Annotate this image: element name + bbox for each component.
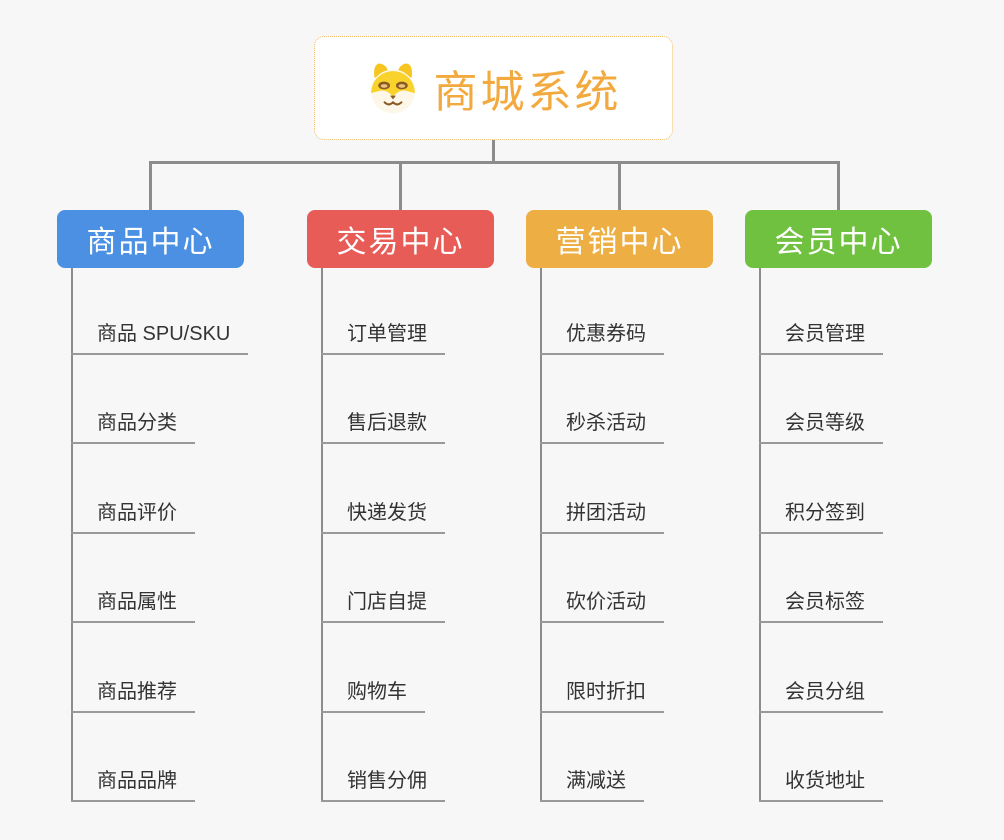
topic-node[interactable]: 商品 SPU/SKU	[71, 309, 249, 355]
connector-drop-2	[399, 161, 402, 210]
topic-node[interactable]: 订单管理	[321, 309, 445, 355]
topic-node[interactable]: 售后退款	[321, 398, 445, 444]
branch-spine-member	[759, 268, 761, 802]
topic-node[interactable]: 门店自提	[321, 577, 445, 623]
topic-node[interactable]: 收货地址	[759, 756, 883, 802]
topic-node[interactable]: 砍价活动	[540, 577, 664, 623]
connector-drop-1	[149, 161, 152, 210]
connector-drop-4	[837, 161, 840, 210]
topic-node[interactable]: 积分签到	[759, 488, 883, 534]
topic-node[interactable]: 限时折扣	[540, 667, 664, 713]
topic-node[interactable]: 会员等级	[759, 398, 883, 444]
branch-node-trade[interactable]: 交易中心	[307, 210, 494, 268]
dog-face-icon	[370, 63, 415, 114]
branch-node-product[interactable]: 商品中心	[57, 210, 244, 268]
connector-root-stem	[492, 140, 495, 164]
branch-spine-product	[71, 268, 73, 802]
topic-node[interactable]: 销售分佣	[321, 756, 445, 802]
topic-node[interactable]: 满减送	[540, 756, 644, 802]
branch-node-marketing[interactable]: 营销中心	[526, 210, 713, 268]
branch-spine-marketing	[540, 268, 542, 802]
topic-node[interactable]: 购物车	[321, 667, 425, 713]
topic-node[interactable]: 优惠券码	[540, 309, 664, 355]
connector-drop-3	[618, 161, 621, 210]
topic-node[interactable]: 商品评价	[71, 488, 195, 534]
topic-node[interactable]: 会员分组	[759, 667, 883, 713]
topic-node[interactable]: 秒杀活动	[540, 398, 664, 444]
topic-node[interactable]: 商品分类	[71, 398, 195, 444]
topic-node[interactable]: 商品推荐	[71, 667, 195, 713]
branch-spine-trade	[321, 268, 323, 802]
root-node[interactable]: 商城系统	[314, 36, 673, 140]
branch-node-member[interactable]: 会员中心	[745, 210, 932, 268]
root-title: 商城系统	[433, 68, 622, 117]
topic-node[interactable]: 商品属性	[71, 577, 195, 623]
topic-node[interactable]: 会员标签	[759, 577, 883, 623]
topic-node[interactable]: 会员管理	[759, 309, 883, 355]
connector-horizontal	[149, 161, 840, 164]
topic-node[interactable]: 快递发货	[321, 488, 445, 534]
topic-node[interactable]: 商品品牌	[71, 756, 195, 802]
topic-node[interactable]: 拼团活动	[540, 488, 664, 534]
